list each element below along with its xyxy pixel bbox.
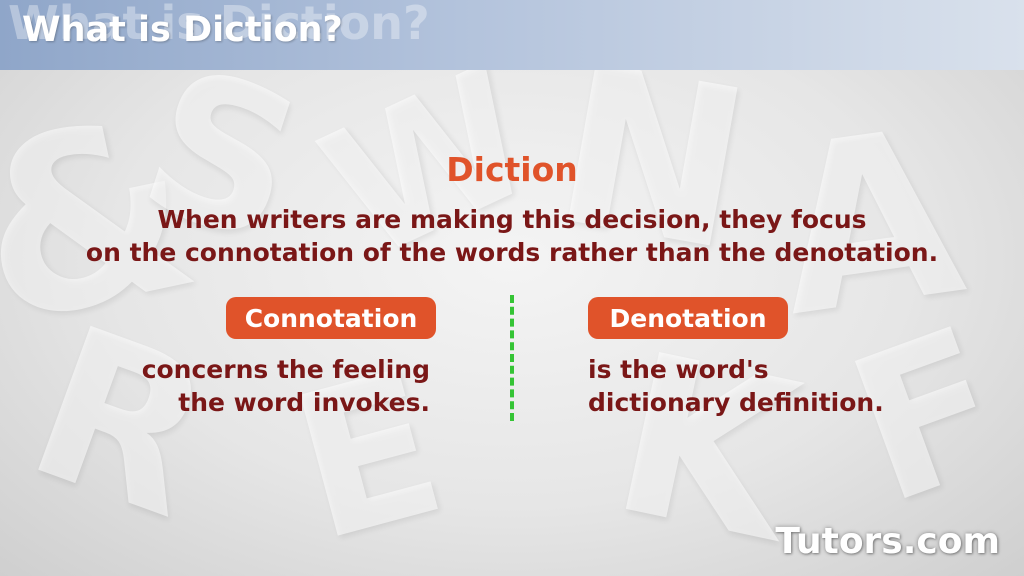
- denotation-description: is the word's dictionary definition.: [588, 353, 908, 419]
- denotation-line-1: is the word's: [588, 355, 769, 384]
- denotation-label: Denotation: [588, 297, 788, 339]
- sentence-line-2: on the connotation of the words rather t…: [85, 238, 939, 267]
- connotation-description: concerns the feeling the word invokes.: [120, 353, 430, 419]
- section-heading: Diction: [446, 150, 578, 189]
- connotation-line-1: concerns the feeling: [141, 355, 430, 384]
- definition-sentence: When writers are making this decision, t…: [60, 203, 964, 269]
- page-title: What is Diction?: [22, 10, 343, 50]
- sentence-line-1: When writers are making this decision, t…: [157, 205, 867, 234]
- title-shadow-text: What is Diction?: [8, 0, 430, 50]
- connotation-line-2: the word invokes.: [178, 388, 430, 417]
- header-bar: What is Diction? What is Diction?: [0, 0, 1024, 70]
- connotation-label: Connotation: [226, 297, 436, 339]
- brand-logo: Tutors.com: [775, 521, 1000, 562]
- column-divider: [510, 295, 514, 421]
- denotation-line-2: dictionary definition.: [588, 388, 884, 417]
